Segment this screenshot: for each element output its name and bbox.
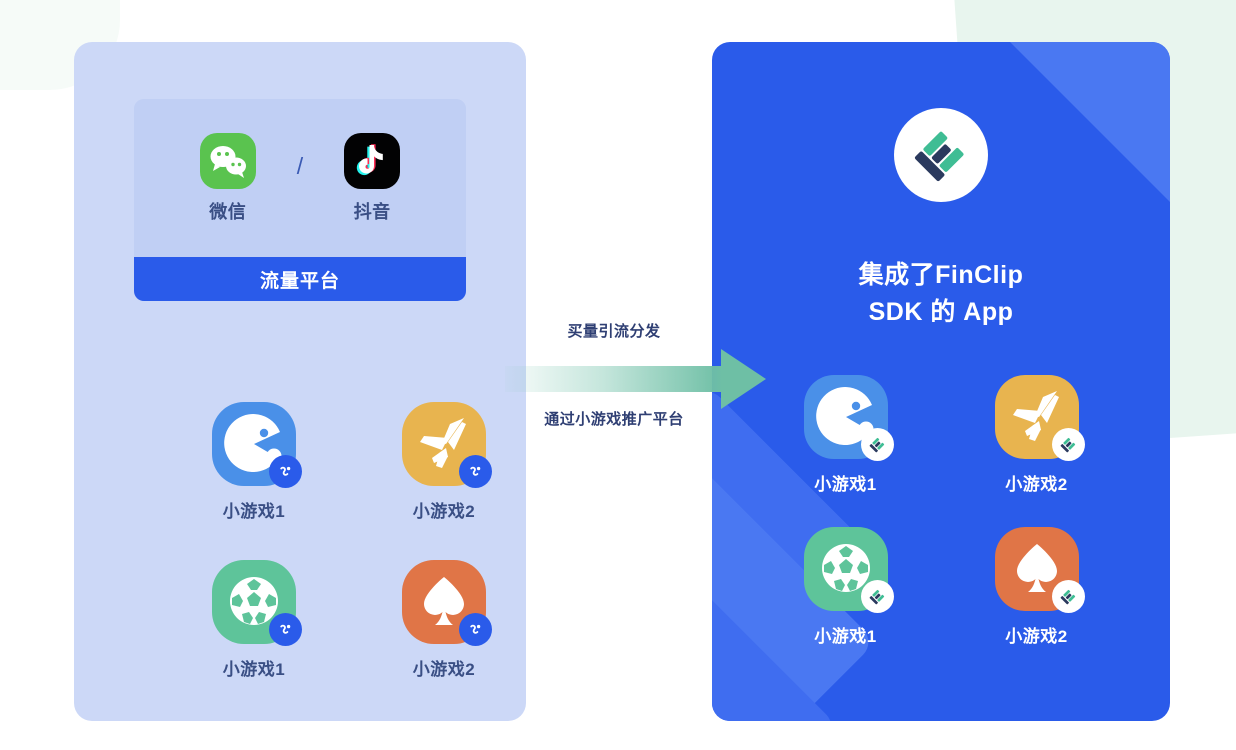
game-icon-wrap bbox=[803, 527, 894, 613]
miniprogram-badge-icon bbox=[269, 455, 302, 488]
finclip-title-line2: SDK 的 App bbox=[868, 298, 1014, 326]
platform-card: 微信 / 抖音 流量平台 bbox=[134, 99, 466, 301]
spade-icon bbox=[402, 560, 486, 644]
finclip-badge-icon bbox=[860, 428, 894, 461]
miniprogram-badge-icon bbox=[269, 613, 302, 646]
platform-app-label: 微信 bbox=[209, 201, 247, 222]
game-label: 小游戏2 bbox=[1005, 627, 1068, 646]
game-icon-wrap bbox=[402, 402, 492, 488]
arrow-label-top: 买量引流分发 bbox=[567, 323, 661, 340]
soccer-ball-icon bbox=[803, 527, 888, 611]
separator-slash: / bbox=[296, 152, 304, 179]
spade-icon bbox=[994, 527, 1079, 611]
game-label: 小游戏2 bbox=[412, 660, 476, 679]
miniprogram-badge-icon bbox=[459, 613, 492, 646]
game-item[interactable]: 小游戏2 bbox=[967, 375, 1106, 495]
traffic-platform-panel: 微信 / 抖音 流量平台 bbox=[74, 42, 526, 721]
game-item[interactable]: 小游戏2 bbox=[967, 527, 1106, 647]
arrow-shaft bbox=[505, 366, 723, 392]
platform-app-label: 抖音 bbox=[353, 201, 391, 222]
flow-arrow-group: 买量引流分发 通过小游戏推广平台 bbox=[505, 320, 795, 450]
game-item[interactable]: 小游戏2 bbox=[374, 402, 514, 522]
game-label: 小游戏1 bbox=[814, 627, 877, 646]
game-item[interactable]: 小游戏1 bbox=[776, 527, 915, 647]
finclip-title-line1: 集成了FinClip bbox=[858, 261, 1024, 289]
finclip-logo-icon bbox=[894, 108, 988, 202]
game-icon-wrap bbox=[994, 375, 1085, 461]
game-item[interactable]: 小游戏1 bbox=[776, 375, 915, 495]
finclip-app-title: 集成了FinClip SDK 的 App bbox=[712, 257, 1170, 331]
wechat-icon bbox=[199, 132, 256, 189]
finclip-badge-icon bbox=[1051, 428, 1085, 461]
arrow-head-icon bbox=[721, 349, 766, 409]
left-game-grid: 小游戏1 bbox=[184, 402, 514, 680]
game-item[interactable]: 小游戏1 bbox=[184, 560, 324, 680]
platform-app-wechat[interactable]: 微信 bbox=[185, 132, 271, 224]
finclip-badge-icon bbox=[860, 580, 894, 613]
arrow-label-bottom: 通过小游戏推广平台 bbox=[544, 411, 684, 428]
game-label: 小游戏2 bbox=[412, 502, 476, 521]
game-label: 小游戏1 bbox=[222, 660, 286, 679]
game-icon-wrap bbox=[803, 375, 894, 461]
game-item[interactable]: 小游戏1 bbox=[184, 402, 324, 522]
panel-corner-decoration bbox=[1010, 42, 1170, 202]
game-icon-wrap bbox=[212, 402, 302, 488]
game-icon-wrap bbox=[994, 527, 1085, 613]
game-label: 小游戏1 bbox=[222, 502, 286, 521]
right-game-grid: 小游戏1 bbox=[776, 375, 1106, 647]
finclip-badge-icon bbox=[1051, 580, 1085, 613]
soccer-ball-icon bbox=[212, 560, 296, 644]
traffic-platform-bar: 流量平台 bbox=[134, 257, 466, 301]
finclip-app-panel: 集成了FinClip SDK 的 App bbox=[712, 42, 1170, 721]
game-item[interactable]: 小游戏2 bbox=[374, 560, 514, 680]
platform-app-douyin[interactable]: 抖音 bbox=[329, 132, 415, 224]
game-label: 小游戏2 bbox=[1005, 475, 1068, 494]
miniprogram-badge-icon bbox=[459, 455, 492, 488]
game-icon-wrap bbox=[212, 560, 302, 646]
game-icon-wrap bbox=[402, 560, 492, 646]
game-label: 小游戏1 bbox=[814, 475, 877, 494]
douyin-icon bbox=[344, 132, 401, 189]
platform-apps-row: 微信 / 抖音 bbox=[134, 99, 466, 257]
